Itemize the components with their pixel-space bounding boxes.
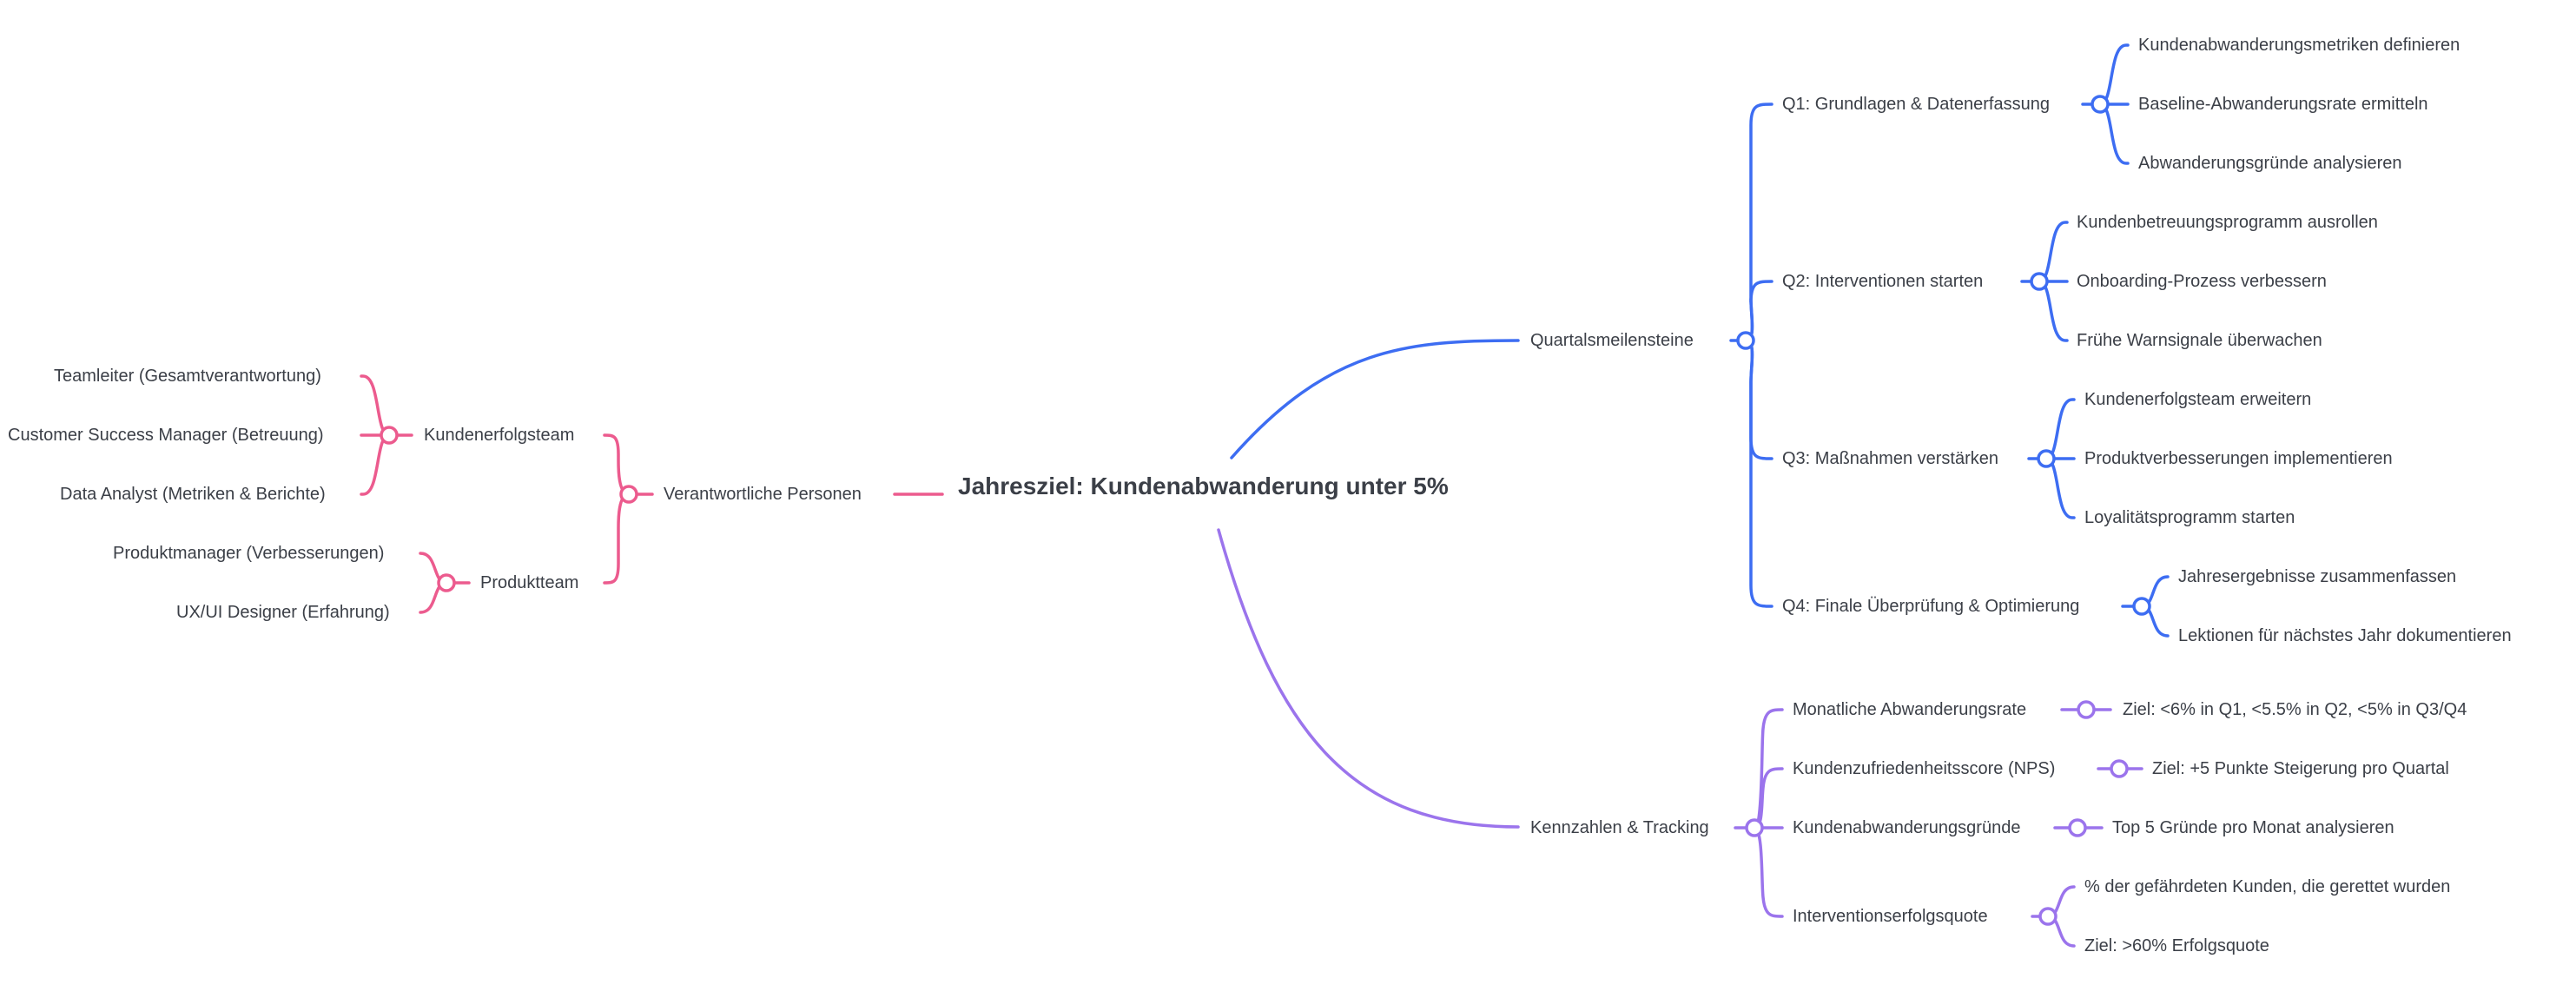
q2-collapse-toggle[interactable]	[2030, 272, 2049, 291]
leaf-gerettete-kunden[interactable]: % der gefährdeten Kunden, die gerettet w…	[2084, 877, 2450, 896]
q1-connector-0	[2098, 43, 2130, 106]
leaf-erfolgsquote-ziel[interactable]: Ziel: >60% Erfolgsquote	[2084, 936, 2269, 955]
personen-connector-1	[603, 492, 631, 585]
kennzahlen-connector-0	[1753, 708, 1784, 830]
leaf-q3-1[interactable]: Kundenerfolgsteam erweitern	[2084, 390, 2311, 409]
root-to-kennzahlen-curve	[1217, 528, 1520, 829]
kundenerfolgsteam-connector-2	[360, 433, 391, 496]
q2-connector-0	[2038, 221, 2069, 283]
branch-kennzahlen-tracking[interactable]: Kennzahlen & Tracking	[1530, 818, 1709, 837]
node-q3[interactable]: Q3: Maßnahmen verstärken	[1782, 449, 1998, 468]
node-kundenerfolgsteam[interactable]: Kundenerfolgsteam	[424, 426, 574, 445]
q2-connector-2	[2038, 280, 2069, 342]
leaf-q1-1[interactable]: Kundenabwanderungsmetriken definieren	[2138, 36, 2460, 55]
leaf-q1-2[interactable]: Baseline-Abwanderungsrate ermitteln	[2138, 95, 2428, 114]
quartal-connector-3	[1744, 339, 1773, 608]
q3-connector-0	[2044, 398, 2076, 460]
leaf-q1-3[interactable]: Abwanderungsgründe analysieren	[2138, 154, 2402, 173]
leaf-q2-2[interactable]: Onboarding-Prozess verbessern	[2077, 272, 2327, 291]
q4-collapse-toggle[interactable]	[2132, 597, 2151, 616]
leaf-gruende-top5[interactable]: Top 5 Gründe pro Monat analysieren	[2112, 818, 2394, 837]
kundenerfolgsteam-connector-0	[360, 374, 391, 437]
quartal-collapse-toggle[interactable]	[1736, 331, 1755, 350]
leaf-produktmanager[interactable]: Produktmanager (Verbesserungen)	[113, 544, 384, 563]
leaf-q2-1[interactable]: Kundenbetreuungsprogramm ausrollen	[2077, 213, 2378, 232]
abwanderungsrate-collapse-toggle[interactable]	[2077, 700, 2096, 719]
personen-collapse-toggle[interactable]	[619, 485, 638, 504]
intervention-collapse-toggle[interactable]	[2038, 907, 2057, 926]
leaf-q2-3[interactable]: Frühe Warnsignale überwachen	[2077, 331, 2322, 350]
personen-connector-0	[603, 433, 631, 496]
leaf-q4-2[interactable]: Lektionen für nächstes Jahr dokumentiere…	[2178, 626, 2512, 645]
kennzahlen-connector-3	[1753, 826, 1784, 918]
leaf-abwanderungsrate-ziel[interactable]: Ziel: <6% in Q1, <5.5% in Q2, <5% in Q3/…	[2123, 700, 2467, 719]
leaf-q4-1[interactable]: Jahresergebnisse zusammenfassen	[2178, 567, 2456, 586]
leaf-teamleiter[interactable]: Teamleiter (Gesamtverantwortung)	[54, 367, 321, 386]
root-to-quartal-curve	[1230, 339, 1520, 459]
nps-collapse-toggle[interactable]	[2110, 759, 2129, 778]
leaf-data-analyst[interactable]: Data Analyst (Metriken & Berichte)	[60, 485, 326, 504]
branch-quartalsmeilensteine[interactable]: Quartalsmeilensteine	[1530, 331, 1694, 350]
q3-connector-2	[2044, 457, 2076, 519]
root-topic[interactable]: Jahresziel: Kundenabwanderung unter 5%	[958, 473, 1449, 499]
node-abwanderungsrate[interactable]: Monatliche Abwanderungsrate	[1793, 700, 2026, 719]
leaf-nps-ziel[interactable]: Ziel: +5 Punkte Steigerung pro Quartal	[2152, 759, 2449, 778]
node-q1[interactable]: Q1: Grundlagen & Datenerfassung	[1782, 95, 2050, 114]
branch-verantwortliche-personen[interactable]: Verantwortliche Personen	[664, 485, 862, 504]
q1-collapse-toggle[interactable]	[2091, 95, 2110, 114]
leaf-q3-3[interactable]: Loyalitätsprogramm starten	[2084, 508, 2295, 527]
node-nps[interactable]: Kundenzufriedenheitsscore (NPS)	[1793, 759, 2055, 778]
leaf-customer-success-manager[interactable]: Customer Success Manager (Betreuung)	[8, 426, 324, 445]
node-abwanderungsgruende[interactable]: Kundenabwanderungsgründe	[1793, 818, 2020, 837]
node-produktteam[interactable]: Produktteam	[480, 573, 578, 592]
kundenerfolgsteam-collapse-toggle[interactable]	[380, 426, 399, 445]
leaf-q3-2[interactable]: Produktverbesserungen implementieren	[2084, 449, 2393, 468]
q3-collapse-toggle[interactable]	[2037, 449, 2056, 468]
node-q2[interactable]: Q2: Interventionen starten	[1782, 272, 1983, 291]
kennzahlen-collapse-toggle[interactable]	[1745, 818, 1764, 837]
gruende-collapse-toggle[interactable]	[2068, 818, 2087, 837]
node-interventionserfolgsquote[interactable]: Interventionserfolgsquote	[1793, 907, 1988, 926]
q1-connector-2	[2098, 102, 2130, 165]
produktteam-collapse-toggle[interactable]	[437, 573, 456, 592]
node-q4[interactable]: Q4: Finale Überprüfung & Optimierung	[1782, 597, 2079, 616]
leaf-ux-ui-designer[interactable]: UX/UI Designer (Erfahrung)	[176, 603, 390, 622]
